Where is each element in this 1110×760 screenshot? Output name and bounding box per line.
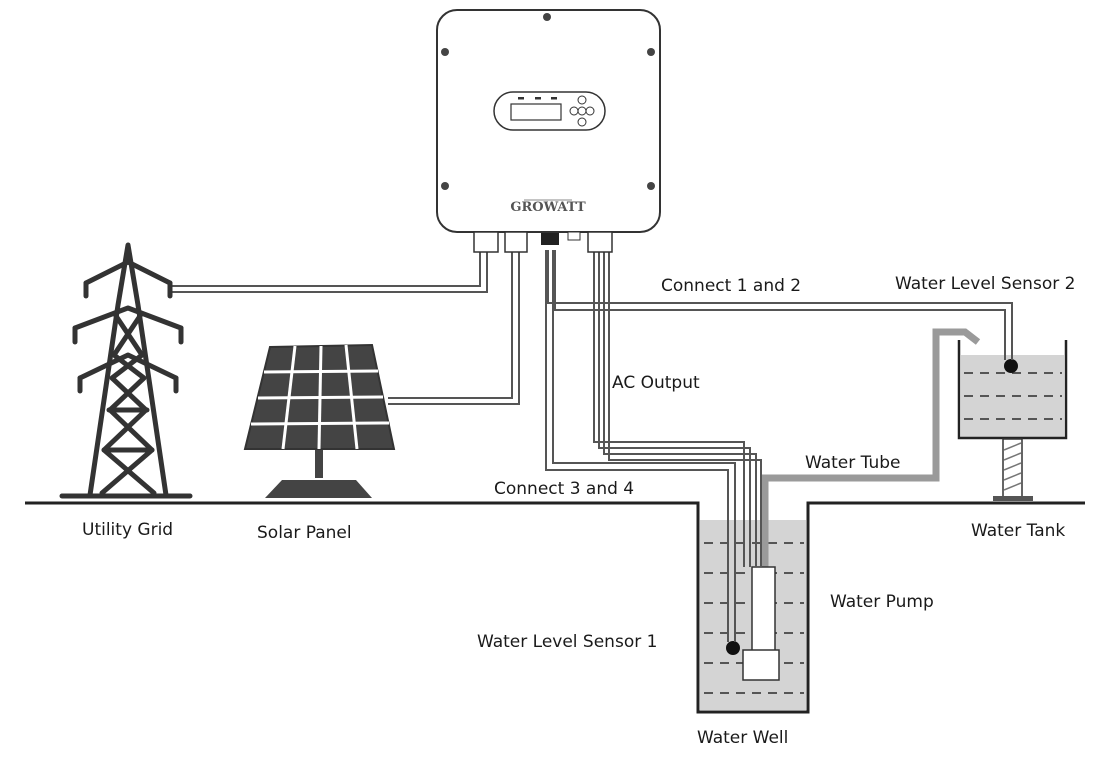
label-solar-panel: Solar Panel	[257, 523, 352, 543]
cable-sensor-1	[545, 250, 736, 642]
ground-line	[25, 501, 1085, 714]
label-water-well: Water Well	[697, 728, 789, 748]
cable-sensor-2	[547, 250, 1013, 360]
label-connect-3-4: Connect 3 and 4	[494, 479, 635, 499]
inverter: GROWATT	[436, 9, 661, 253]
label-water-tube: Water Tube	[805, 453, 901, 473]
label-water-level-sensor-2: Water Level Sensor 2	[895, 274, 1076, 294]
water-level-sensor-1	[726, 641, 740, 655]
label-utility-grid: Utility Grid	[82, 520, 174, 540]
inverter-brand-logo: GROWATT	[510, 200, 586, 215]
solar-panel	[243, 343, 396, 498]
cable-solar-panel	[388, 252, 520, 405]
label-water-pump: Water Pump	[830, 592, 934, 612]
label-water-tank: Water Tank	[971, 521, 1066, 541]
label-ac-output: AC Output	[612, 373, 700, 393]
water-tube	[761, 328, 981, 567]
cable-utility-grid	[170, 252, 488, 293]
water-pump	[742, 566, 780, 681]
utility-grid-tower	[59, 242, 193, 499]
water-level-sensor-2	[1004, 359, 1018, 373]
label-water-level-sensor-1: Water Level Sensor 1	[477, 632, 658, 652]
cable-ac-output	[593, 250, 762, 567]
inverter-display-panel	[493, 91, 606, 131]
label-connect-1-2: Connect 1 and 2	[661, 276, 802, 296]
